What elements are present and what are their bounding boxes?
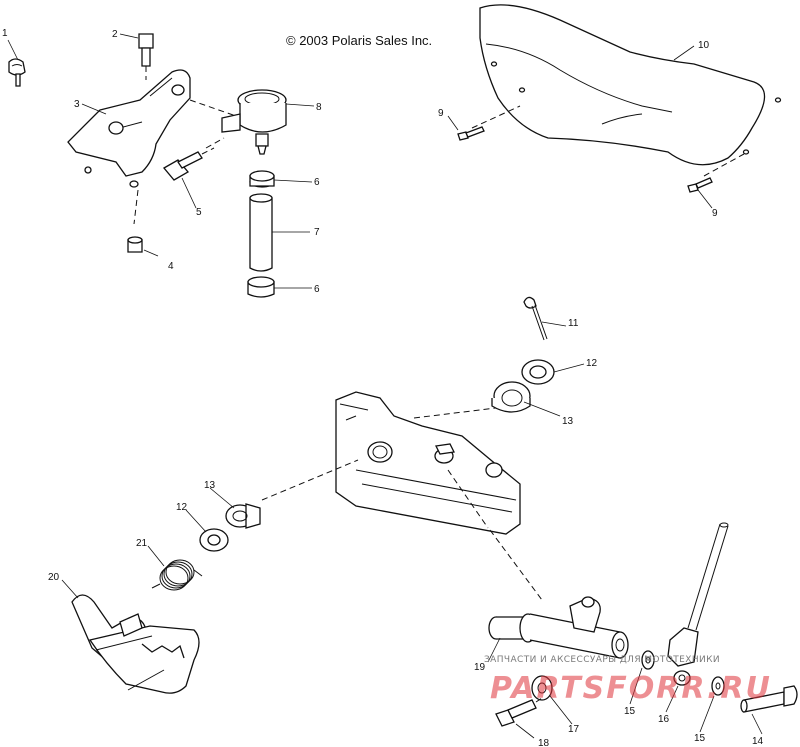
callout-17: 17 <box>568 724 580 735</box>
part-bolt-5 <box>163 147 215 181</box>
part-pedal-bracket <box>335 391 521 535</box>
callout-6-upper: 6 <box>314 177 320 188</box>
callout-8: 8 <box>316 102 322 113</box>
part-cover <box>471 4 782 177</box>
callout-13-lower: 13 <box>204 480 216 491</box>
callout-15-left: 15 <box>624 706 636 717</box>
leader-lines <box>7 33 763 739</box>
part-cotter-pin <box>523 296 548 341</box>
callout-2: 2 <box>112 29 118 40</box>
part-washer-17 <box>531 675 553 701</box>
callout-9-lower: 9 <box>712 208 718 219</box>
part-mounting-bracket <box>67 69 191 225</box>
callout-14: 14 <box>752 736 764 747</box>
part-brake-rod <box>687 522 729 631</box>
callout-9-upper: 9 <box>438 108 444 119</box>
part-bushing-upper <box>491 381 531 413</box>
part-nut <box>127 236 143 253</box>
part-spring <box>151 559 203 591</box>
part-clevis-bolt <box>740 685 798 713</box>
watermark-logo: PARTSFORR.RU <box>490 671 772 706</box>
copyright-text: © 2003 Polaris Sales Inc. <box>286 33 432 48</box>
callout-13-upper: 13 <box>562 416 574 427</box>
guide-line-left <box>261 459 359 501</box>
callout-1: 1 <box>2 28 8 39</box>
callout-12-lower: 12 <box>176 502 188 513</box>
part-hose-clamp-upper <box>249 170 275 188</box>
callout-18: 18 <box>538 738 550 747</box>
part-brake-pedal <box>71 594 200 694</box>
callout-10: 10 <box>698 40 710 51</box>
part-washer-upper <box>521 359 555 385</box>
part-bolt-18 <box>495 697 543 727</box>
guide-line-lower <box>489 529 543 601</box>
callout-6-lower: 6 <box>314 284 320 295</box>
part-clamp <box>8 58 26 87</box>
part-bushing-lower <box>225 503 261 529</box>
part-clevis <box>667 627 699 686</box>
part-washer-15b <box>711 676 725 696</box>
part-washer-lower <box>199 528 229 552</box>
callout-21: 21 <box>136 538 148 549</box>
callout-12-upper: 12 <box>586 358 598 369</box>
part-washer-15a <box>641 650 655 670</box>
part-hose <box>249 193 273 272</box>
part-screw-lower <box>687 177 713 193</box>
part-screw-upper <box>457 126 485 141</box>
callout-3: 3 <box>74 99 80 110</box>
part-pivot-shaft <box>488 596 629 659</box>
callout-7: 7 <box>314 227 320 238</box>
callout-5: 5 <box>196 207 202 218</box>
callout-15-right: 15 <box>694 733 706 744</box>
part-reservoir <box>189 89 287 155</box>
callout-4: 4 <box>168 261 174 272</box>
guide-line-upper <box>413 407 497 419</box>
part-hose-clamp-lower <box>247 276 275 298</box>
callout-16: 16 <box>658 714 670 725</box>
guide-line-center <box>447 469 489 529</box>
callout-20: 20 <box>48 572 60 583</box>
part-bolt-2 <box>138 33 154 80</box>
watermark-tagline: ЗАПЧАСТИ И АКСЕССУАРЫ ДЛЯ МОТОТЕХНИКИ <box>484 655 720 665</box>
callout-19: 19 <box>474 662 486 673</box>
callout-11: 11 <box>568 318 579 329</box>
